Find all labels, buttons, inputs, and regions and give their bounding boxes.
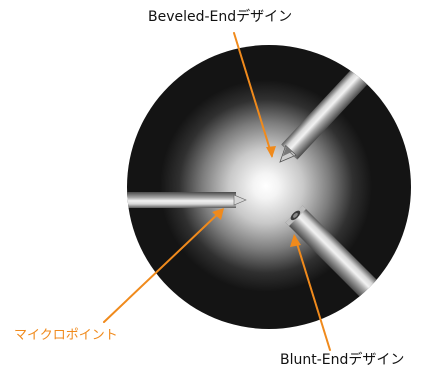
blunt-end-label: Blunt-Endデザイン (280, 352, 404, 368)
beveled-end-label: Beveled-Endデザイン (148, 9, 292, 25)
micropoint-needle-icon (36, 192, 246, 208)
micropoint-label: マイクロポイント (14, 328, 118, 344)
